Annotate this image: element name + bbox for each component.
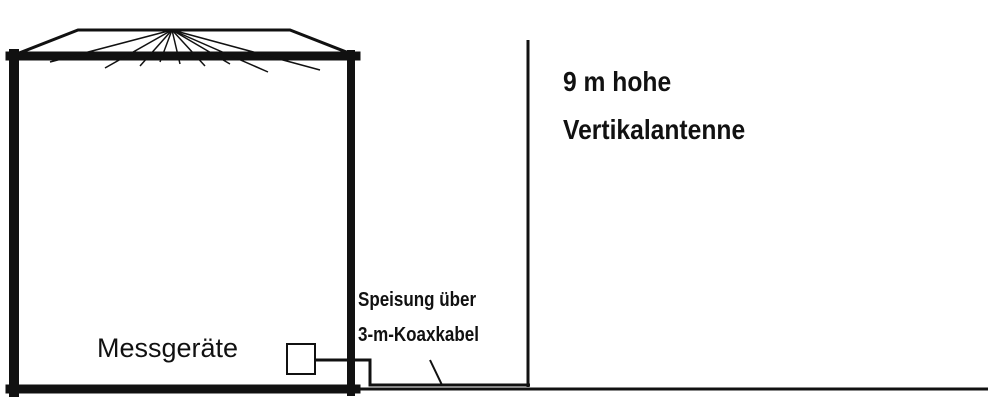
antenna-label-line2: Vertikalantenne	[563, 114, 746, 145]
antenna-label-line1: 9 m hohe	[563, 66, 672, 97]
coax-pointer	[429, 359, 443, 386]
coax-cable	[315, 358, 530, 387]
feed-label-line1: Speisung über	[358, 289, 477, 311]
feed-label-line2: 3-m-Koaxkabel	[358, 324, 479, 346]
roof-rafters	[49, 29, 321, 73]
instrument-box	[286, 343, 316, 375]
roof-outline	[12, 28, 356, 57]
instruments-label: Messgeräte	[97, 333, 239, 363]
